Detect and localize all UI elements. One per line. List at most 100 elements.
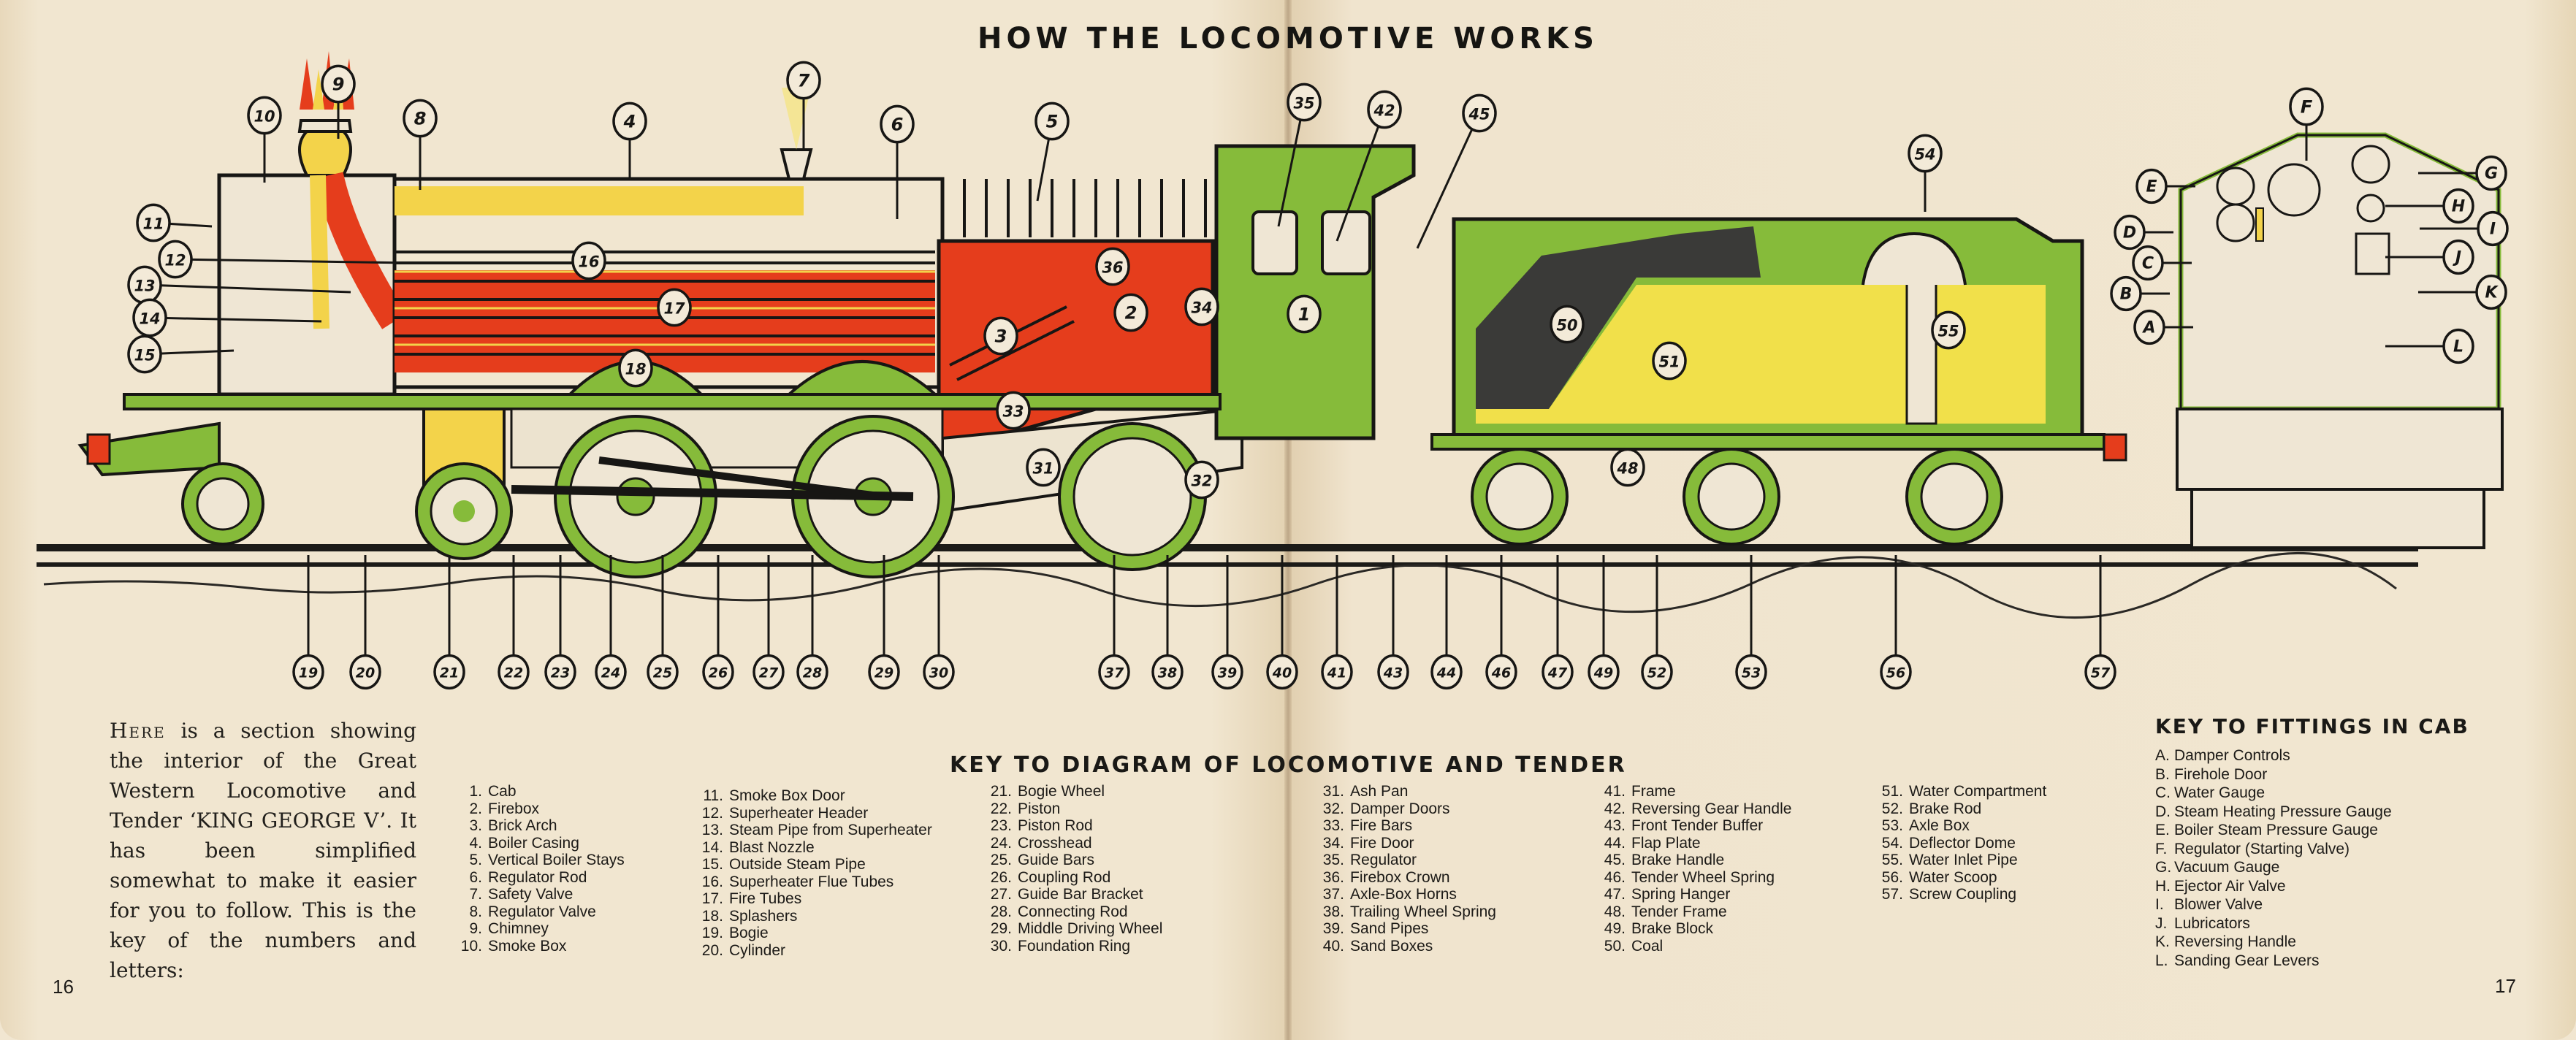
running-plate [123,393,1222,410]
key-item-number: 45. [1604,852,1626,868]
key-item-label: Flap Plate [1631,834,1701,852]
cab-key-label: Steam Heating Pressure Gauge [2174,803,2392,820]
callout-F: F [2289,87,2324,161]
key-item-number: 44. [1604,834,1626,852]
tender-wheel-2 [1683,448,1780,546]
deflector-dome [1861,232,1967,286]
key-item-label: Guide Bar Bracket [1018,886,1143,903]
bogie-wheel-1 [181,462,264,546]
key-item-number: 41. [1604,783,1626,800]
key-item-number: 3. [469,817,482,834]
key-item: 51.Water Compartment [1881,783,2046,800]
key-item: 49.Brake Block [1604,920,1791,938]
key-item-number: 28. [990,903,1012,920]
key-item-number: 10. [460,937,482,955]
key-item: 4.Boiler Casing [460,835,625,852]
key-item-label: Tender Wheel Spring [1631,868,1775,886]
key-item: 8.Regulator Valve [460,903,625,921]
key-item: 56.Water Scoop [1881,869,2046,887]
callout-3: 3 [983,316,1018,356]
callout-42: 42 [1335,90,1402,242]
cab-key-label: Water Gauge [2174,784,2266,801]
key-item-label: Ash Pan [1350,783,1409,800]
callout-17: 17 [657,288,692,327]
callout-9: 9 [321,64,356,139]
key-item: 54.Deflector Dome [1881,835,2046,852]
key-item-number: 25. [990,852,1012,868]
key-item-label: Safety Valve [488,886,573,903]
key-item: 3.Brick Arch [460,817,625,835]
page-number-right: 17 [2495,975,2516,997]
key-item-label: Smoke Box [488,937,567,955]
callout-11: 11 [136,203,213,242]
callout-4: 4 [612,102,647,179]
key-item-number: 27. [990,886,1012,903]
intro-paragraph: Here is a section showing the interior o… [110,716,416,985]
key-item: 18.Splashers [701,908,932,925]
key-item-number: 4. [469,834,482,852]
key-item-number: 46. [1604,868,1626,886]
key-item-label: Cylinder [729,941,786,959]
callout-label: 11 [142,215,164,232]
key-item-label: Middle Driving Wheel [1018,920,1163,937]
key-item-label: Blast Nozzle [729,838,815,856]
key-item: 31.Ash Pan [1322,783,1496,800]
blower-valve [2356,194,2385,223]
cab-key-item: J.Lubricators [2155,914,2392,933]
rear-buffer [2103,433,2127,462]
cab-key-letter: C. [2155,784,2171,801]
key-item-label: Crosshead [1018,834,1092,852]
callout-48: 48 [1610,448,1645,487]
callout-18: 18 [618,348,653,388]
key-item-label: Bogie [729,925,769,941]
callout-20: 20 [349,555,381,690]
lubricators [2355,232,2390,275]
callout-D: D [2114,214,2173,251]
key-item-number: 34. [1322,834,1344,852]
key-item-number: 56. [1881,868,1903,886]
callout-I: I [2420,210,2509,247]
key-item-label: Superheater Header [729,804,869,822]
callout-label: 17 [663,299,685,317]
callout-K: K [2418,274,2507,310]
key-item-number: 1. [469,783,482,800]
key-item-number: 54. [1881,834,1903,852]
key-item-number: 11. [703,787,723,804]
cab-floor [2176,408,2504,491]
key-item-label: Vertical Boiler Stays [488,852,625,868]
callout-label: 13 [134,277,155,294]
key-item-number: 35. [1322,852,1344,868]
key-item-label: Sand Boxes [1350,937,1433,955]
key-item: 1.Cab [460,783,625,800]
key-item: 23.Piston Rod [990,817,1162,835]
cab-key-item: K.Reversing Handle [2155,933,2392,952]
callout-label: 21 [440,665,459,681]
callout-label: C [2142,255,2154,273]
key-item: 52.Brake Rod [1881,800,2046,818]
key-item-number: 57. [1881,886,1903,903]
cab-key-label: Ejector Air Valve [2174,877,2286,895]
key-item-number: 53. [1881,817,1903,834]
callout-label: 56 [1886,665,1905,681]
cab-key-label: Blower Valve [2174,896,2263,913]
key-item-number: 26. [990,868,1012,886]
cab-key-label: Sanding Gear Levers [2174,952,2320,969]
callout-J: J [2385,239,2474,275]
key-item-label: Outside Steam Pipe [729,856,866,873]
key-item-label: Bogie Wheel [1018,783,1105,800]
key-item-label: Foundation Ring [1018,937,1131,955]
callout-label: K [2485,284,2499,302]
callout-56: 56 [1880,555,1912,690]
cab-key-heading: KEY TO FITTINGS IN CAB [2155,714,2469,738]
cab-window-side [1321,210,1371,275]
key-item: 21.Bogie Wheel [990,783,1162,800]
callout-43: 43 [1377,555,1409,690]
callout-label: 19 [299,665,318,681]
key-item-number: 13. [701,822,723,838]
callout-39: 39 [1211,555,1243,690]
callout-51: 51 [1652,341,1687,381]
key-item-number: 30. [990,937,1012,955]
cab-key-letter: F. [2155,840,2168,857]
coal-bunker [1476,226,1761,409]
